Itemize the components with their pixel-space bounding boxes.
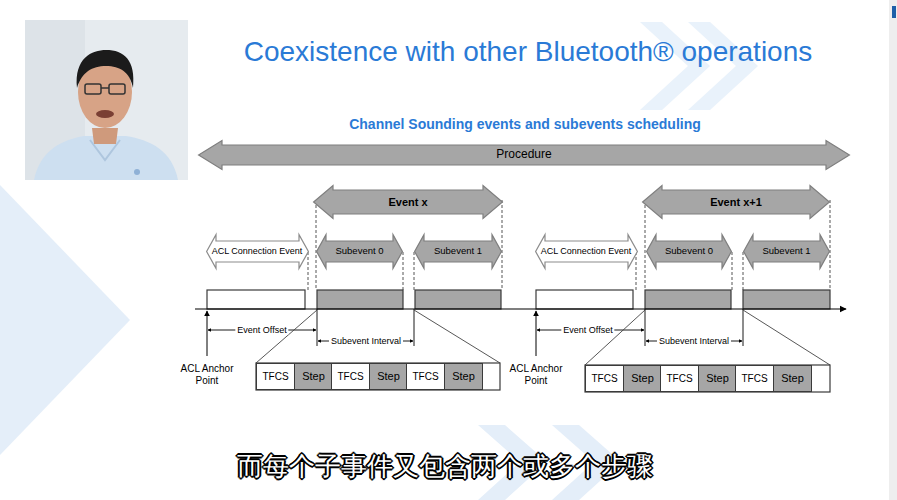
dimension-label: Subevent Interval xyxy=(329,336,403,346)
step-row xyxy=(585,365,830,392)
cell-label: Step xyxy=(781,372,804,384)
procedure-arrow: Procedure xyxy=(198,140,850,170)
acl-event-arrow: ACL Connection Event xyxy=(535,234,638,269)
double-arrow-shape xyxy=(199,141,850,170)
dimension-label: Event Offset xyxy=(561,325,614,335)
cell-label: TFCS xyxy=(591,373,617,384)
double-arrow-shape xyxy=(415,235,502,269)
cell-label: Step xyxy=(706,372,729,384)
arrow-label: ACL Connection Event xyxy=(212,247,303,257)
arrow-label: Subevent 1 xyxy=(762,246,810,256)
double-arrow-shape xyxy=(535,235,637,269)
cell-label: TFCS xyxy=(412,371,438,382)
anchor-label: ACL Anchor Point xyxy=(175,363,239,386)
anchor-label: ACL Anchor Point xyxy=(504,363,568,386)
dimension-label: Subevent Interval xyxy=(657,336,731,346)
presenter-photo xyxy=(25,20,188,180)
cell-label: TFCS xyxy=(262,371,288,382)
cell-label: Step xyxy=(452,370,475,382)
double-arrow-shape xyxy=(744,235,830,269)
arrow-label: Event x+1 xyxy=(710,196,762,208)
tfcs-cell: TFCS xyxy=(735,365,774,392)
expansion-lines xyxy=(256,310,830,365)
step-cell: Step xyxy=(698,365,737,392)
double-arrow-shape xyxy=(643,186,830,219)
cell-label: TFCS xyxy=(666,373,692,384)
subevent-arrow: Subevent 0 xyxy=(316,234,403,269)
step-cell: Step xyxy=(444,363,483,390)
arrow-label: Event x xyxy=(388,196,427,208)
cell-label: Step xyxy=(377,370,400,382)
arrow-label: Subevent 0 xyxy=(665,246,713,256)
tfcs-cell: TFCS xyxy=(331,363,370,390)
arrow-label: Subevent 0 xyxy=(335,246,383,256)
slide-title: Coexistence with other Bluetooth® operat… xyxy=(244,36,813,68)
subevent-arrow: Subevent 0 xyxy=(646,234,732,269)
arrow-label: ACL Connection Event xyxy=(541,247,632,257)
event-arrow: Event x xyxy=(313,185,503,219)
step-cell: Step xyxy=(294,363,333,390)
event-arrow: Event x+1 xyxy=(642,185,830,219)
timeline-slots xyxy=(207,290,830,309)
tfcs-cell: TFCS xyxy=(256,363,295,390)
tfcs-cell: TFCS xyxy=(660,365,699,392)
anchor-arrow xyxy=(207,311,208,356)
arrow-label: Subevent 1 xyxy=(434,246,482,256)
step-cell: Step xyxy=(773,365,812,392)
arrow-label: Procedure xyxy=(496,148,551,161)
cell-label: TFCS xyxy=(337,371,363,382)
acl-event-arrow: ACL Connection Event xyxy=(206,234,309,269)
step-cell: Step xyxy=(369,363,408,390)
double-arrow-shape xyxy=(647,235,732,269)
video-subtitle: 而每个子事件又包含两个或多个步骤 xyxy=(237,449,653,484)
subevent-arrow: Subevent 1 xyxy=(743,234,830,269)
deco-triangle xyxy=(0,185,130,455)
step-row xyxy=(256,363,500,390)
double-arrow-shape xyxy=(206,235,308,269)
double-arrow-shape xyxy=(317,235,403,269)
subevent-arrow: Subevent 1 xyxy=(414,234,502,269)
dimension-lines xyxy=(208,309,743,346)
cell-label: TFCS xyxy=(741,373,767,384)
dimension-label: Event Offset xyxy=(235,325,288,335)
cell-label: Step xyxy=(631,372,654,384)
cell-label: Step xyxy=(302,370,325,382)
tfcs-cell: TFCS xyxy=(406,363,445,390)
window-edge xyxy=(889,0,897,500)
step-cell: Step xyxy=(623,365,662,392)
time-axis xyxy=(195,308,846,309)
double-arrow-shape xyxy=(314,186,503,219)
tfcs-cell: TFCS xyxy=(585,365,624,392)
window-edge-mark xyxy=(892,6,896,18)
anchor-arrow xyxy=(536,311,537,356)
diagram-subtitle: Channel Sounding events and subevents sc… xyxy=(349,116,701,132)
